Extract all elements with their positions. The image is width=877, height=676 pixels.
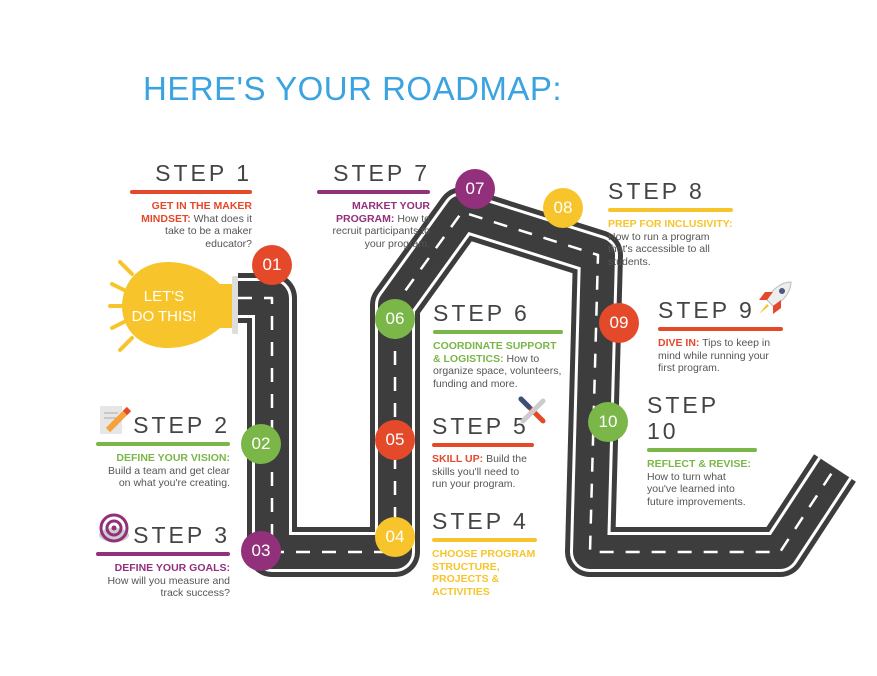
node-03: 03 bbox=[241, 531, 281, 571]
pencil-paper-icon bbox=[100, 406, 132, 434]
node-02: 02 bbox=[241, 424, 281, 464]
step-4: STEP 4 CHOOSE PROGRAM STRUCTURE, PROJECT… bbox=[432, 508, 537, 598]
node-05: 05 bbox=[375, 420, 415, 460]
step-10: STEP 10 REFLECT & REVISE:How to turn wha… bbox=[647, 392, 757, 508]
step-3: STEP 3 DEFINE YOUR GOALS:How will you me… bbox=[96, 522, 230, 600]
node-07: 07 bbox=[455, 169, 495, 209]
lightbulb-icon bbox=[108, 260, 238, 352]
step-2: STEP 2 DEFINE YOUR VISION:Build a team a… bbox=[96, 412, 230, 490]
node-08: 08 bbox=[543, 188, 583, 228]
step-1-bar bbox=[130, 190, 252, 194]
page-title: HERE'S YOUR ROADMAP: bbox=[143, 70, 563, 107]
node-06: 06 bbox=[375, 299, 415, 339]
node-09: 09 bbox=[599, 303, 639, 343]
rocket-icon bbox=[759, 281, 792, 314]
step-6: STEP 6 COORDINATE SUPPORT & LOGISTICS: H… bbox=[433, 300, 563, 390]
node-10: 10 bbox=[588, 402, 628, 442]
step-1: STEP 1 GET IN THE MAKER MINDSET: What do… bbox=[130, 160, 252, 250]
target-icon bbox=[99, 513, 129, 543]
node-04: 04 bbox=[375, 517, 415, 557]
tools-icon bbox=[518, 396, 546, 424]
bulb-text: LET'S DO THIS! bbox=[131, 288, 197, 325]
node-01: 01 bbox=[252, 245, 292, 285]
step-8: STEP 8 PREP FOR INCLUSIVITY: How to run … bbox=[608, 178, 733, 268]
step-7: STEP 7 MARKET YOUR PROGRAM: How to recru… bbox=[317, 160, 430, 250]
step-9: STEP 9 DIVE IN: Tips to keep in mind whi… bbox=[658, 297, 783, 375]
step-5: STEP 5 SKILL UP: Build the skills you'll… bbox=[432, 413, 534, 491]
